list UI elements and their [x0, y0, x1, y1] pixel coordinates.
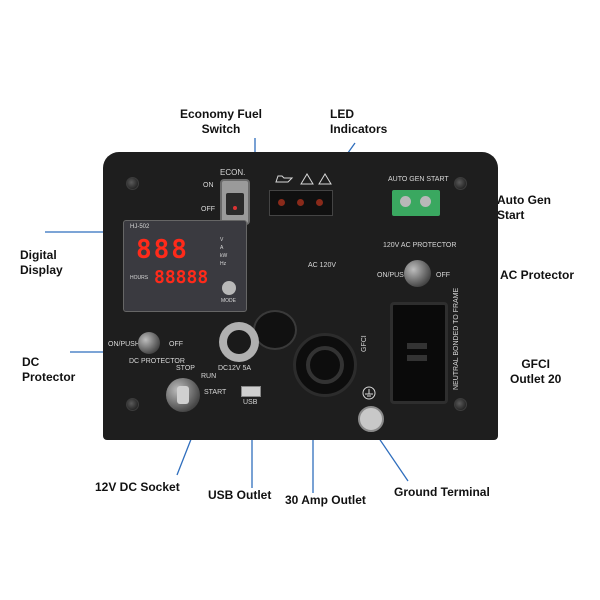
dc-on-push-label: ON/PUSH: [108, 341, 140, 348]
ac-120v-label: AC 120V: [308, 262, 337, 269]
callout-auto-gen-start: Auto Gen Start: [497, 193, 551, 222]
warning-icon: [300, 173, 314, 185]
display-hours-readout: 88888: [154, 267, 209, 288]
callout-dc-protector: DC Protector: [22, 355, 76, 384]
neutral-bonded-label: NEUTRAL BONDED TO FRAME: [453, 287, 460, 390]
thirty-amp-outlet[interactable]: [293, 333, 357, 397]
callout-ground-terminal: Ground Terminal: [394, 485, 490, 499]
dc-off-label: OFF: [169, 341, 183, 348]
led-icons: [275, 173, 332, 185]
screw-icon: [126, 398, 139, 411]
run-label: RUN: [201, 373, 217, 380]
display-hours-label: HOURS: [130, 275, 149, 281]
callout-digital-display: Digital Display: [20, 248, 63, 277]
ac-off-label: OFF: [436, 272, 450, 279]
display-unit-v: V: [220, 237, 224, 243]
callout-12v-dc-socket: 12V DC Socket: [95, 480, 180, 494]
digital-display: HJ-502 888 V A kW Hz HOURS 88888 MODE: [123, 220, 247, 312]
ac-on-push-label: ON/PUSH: [377, 272, 409, 279]
callout-30-amp-outlet: 30 Amp Outlet: [285, 493, 366, 507]
econ-off-label: OFF: [201, 206, 215, 213]
start-label: START: [204, 389, 227, 396]
led-indicator-block: [269, 190, 333, 216]
control-panel: ECON. ON OFF AUTO GEN START HJ-502 888 V…: [103, 152, 498, 440]
usb-label: USB: [243, 399, 258, 406]
usb-outlet[interactable]: [241, 386, 261, 397]
oil-icon: [275, 175, 294, 183]
display-model: HJ-502: [130, 224, 150, 230]
econ-label: ECON.: [220, 168, 246, 177]
dc-socket-cover[interactable]: [253, 310, 297, 350]
callout-ac-protector: AC Protector: [500, 268, 575, 282]
callout-economy-fuel-switch: Economy Fuel Switch: [180, 107, 263, 136]
ac-protector-button[interactable]: [404, 260, 431, 287]
dc-socket[interactable]: [219, 322, 259, 362]
test-button[interactable]: [407, 343, 427, 349]
mode-label: MODE: [221, 298, 236, 304]
gfci-label: GFCI: [361, 335, 368, 352]
screw-icon: [126, 177, 139, 190]
display-unit-hz: Hz: [220, 261, 227, 267]
warning-icon-2: [318, 173, 332, 185]
econ-on-label: ON: [203, 182, 214, 189]
display-main-readout: 888: [136, 235, 189, 265]
callout-gfci-outlet: GFCI Outlet 20: [510, 357, 562, 386]
mode-button[interactable]: [222, 281, 236, 295]
auto-gen-start-label: AUTO GEN START: [388, 176, 449, 183]
ground-terminal[interactable]: [358, 406, 384, 432]
callout-led-indicators: LED Indicators: [330, 107, 388, 136]
ground-icon: [362, 386, 376, 400]
auto-gen-start-terminal[interactable]: [392, 190, 440, 216]
stop-label: STOP: [176, 365, 195, 372]
start-key-switch[interactable]: [166, 378, 200, 412]
callout-usb-outlet: USB Outlet: [208, 488, 272, 502]
reset-button[interactable]: [407, 355, 427, 361]
gfci-outlet[interactable]: [390, 302, 448, 404]
economy-fuel-switch[interactable]: [220, 179, 250, 225]
screw-icon: [454, 398, 467, 411]
dc-protector-button[interactable]: [138, 332, 160, 354]
dc-rating-label: DC12V 5A: [218, 365, 252, 372]
dc-protector-label: DC PROTECTOR: [129, 358, 185, 365]
display-unit-kw: kW: [220, 253, 228, 259]
display-unit-a: A: [220, 245, 224, 251]
screw-icon: [454, 177, 467, 190]
ac-protector-label: 120V AC PROTECTOR: [383, 242, 457, 249]
